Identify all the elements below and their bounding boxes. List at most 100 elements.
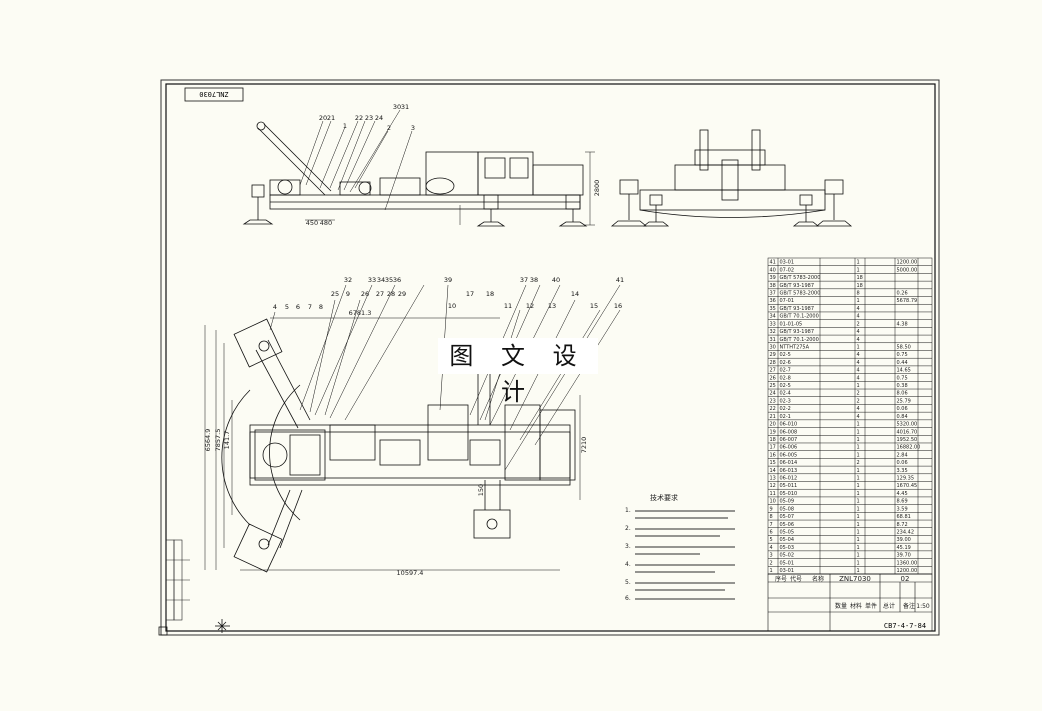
side-label-31: 31: [401, 103, 409, 111]
bom-cell: 40: [770, 267, 776, 273]
bom-cell: 05-03: [780, 545, 795, 551]
code-box: ZNL7030: [184, 87, 244, 102]
bom-cell: 1: [857, 545, 860, 551]
bom-cell: 1: [857, 537, 860, 543]
plan-label-17: 17: [466, 290, 474, 298]
tech-note-5: 5.: [625, 579, 631, 586]
watermark: 图 文 设 计: [438, 338, 598, 406]
bom-cell: 02-5: [780, 383, 791, 389]
bom-cell: 14.65: [897, 368, 911, 374]
bom-cell: 5320.00: [897, 422, 918, 428]
bom-cell: 25: [770, 383, 776, 389]
bom-cell: 02-4: [780, 391, 791, 397]
bom-cell: 39.00: [897, 537, 911, 543]
bom-cell: 31: [770, 337, 776, 343]
bom-cell: 3.59: [897, 506, 908, 512]
bom-cell: 01-01-05: [780, 321, 803, 327]
plan-label-4: 4: [273, 303, 277, 311]
bom-cell: 4: [857, 306, 860, 312]
plan-label-16: 16: [614, 302, 622, 310]
title-sheet: 02: [901, 575, 910, 583]
bom-cell: 1: [857, 529, 860, 535]
plan-label-39: 39: [444, 276, 452, 284]
bom-cell: 4: [857, 406, 860, 412]
side-view: [242, 109, 595, 227]
bom-cell: 1: [857, 298, 860, 304]
title-col-6: 单件: [865, 602, 877, 610]
sheet-outer-border: [160, 79, 940, 636]
bom-cell: 14: [770, 468, 776, 474]
plan-label-41: 41: [616, 276, 624, 284]
plan-label-29: 29: [398, 290, 406, 298]
plan-label-12: 12: [526, 302, 534, 310]
bom-cell: 4.45: [897, 491, 908, 497]
bom-cell: 1: [857, 483, 860, 489]
bom-cell: 0.84: [897, 414, 908, 420]
bom-cell: 12: [770, 483, 776, 489]
bom-cell: 39: [770, 275, 776, 281]
plan-label-32: 32: [344, 276, 352, 284]
bom-cell: 05-05: [780, 529, 795, 535]
title-block: [767, 573, 933, 632]
bom-cell: 1: [857, 568, 860, 574]
bom-cell: 36: [770, 298, 776, 304]
front-outrigger-right: [792, 179, 853, 227]
bom-cell: 1: [857, 476, 860, 482]
plan-label-5: 5: [285, 303, 289, 311]
plan-arm-lower-left: [233, 489, 303, 573]
tech-notes-heading: 技术要求: [650, 493, 678, 502]
side-dim-bottom: 450: [306, 219, 318, 227]
bom-cell: 02-3: [780, 398, 791, 404]
bom-cell: 1: [857, 468, 860, 474]
bom-cell: GB/T 70.1-2000: [780, 314, 819, 320]
bom-cell: 7: [770, 522, 773, 528]
bom-cell: 129.35: [897, 476, 915, 482]
bom-cell: GB/T 5783-2000: [780, 275, 821, 281]
bom-cell: 1: [857, 499, 860, 505]
bom-cell: 1: [857, 260, 860, 266]
bom-cell: 1: [857, 422, 860, 428]
bom-cell: 25.79: [897, 398, 911, 404]
bom-cell: 07-02: [780, 267, 795, 273]
bom-cell: 02-8: [780, 375, 791, 381]
bom-cell: 8.69: [897, 499, 908, 505]
tech-notes: 技术要求 1. 2. 3. 4. 5. 6.: [625, 493, 735, 602]
bom-cell: 29: [770, 352, 776, 358]
bom-cell: 2: [857, 321, 860, 327]
sheet-inner-border: [165, 83, 936, 632]
side-label-21: 21: [327, 114, 335, 122]
bottom-code: CB7-4-7-84: [884, 622, 926, 630]
title-col-8: 备注: [903, 602, 915, 610]
bom-cell: 06-013: [780, 468, 798, 474]
plan-label-40: 40: [552, 276, 560, 284]
bom-cell: 05-09: [780, 499, 795, 505]
bom-cell: 0.06: [897, 460, 908, 466]
bom-cell: 03-01: [780, 260, 795, 266]
bom-cell: 1360.00: [897, 560, 918, 566]
plan-dim-right: 7210: [580, 437, 588, 454]
plan-arm-upper-left: [233, 318, 311, 429]
bom-cell: 06-006: [780, 445, 798, 451]
bom-cell: 0.38: [897, 383, 908, 389]
bom-cell: 4: [857, 414, 860, 420]
bom-cell: 234.42: [897, 529, 915, 535]
registration-mark: [158, 619, 230, 636]
bom-cell: 0.06: [897, 406, 908, 412]
bom-cell: 17: [770, 445, 776, 451]
plan-label-35: 35: [385, 276, 393, 284]
bom-cell: 07-01: [780, 298, 795, 304]
bom-cell: 1: [857, 506, 860, 512]
bom-cell: 30: [770, 344, 776, 350]
bom-cell: 13: [770, 476, 776, 482]
bom-cell: 9: [770, 506, 773, 512]
bom-cell: 05-08: [780, 506, 795, 512]
bom-cell: 4: [857, 368, 860, 374]
bom-cell: 15: [770, 460, 776, 466]
bom-cell: 05-011: [780, 483, 798, 489]
tech-note-2: 2.: [625, 525, 631, 532]
tech-note-1: 1.: [625, 507, 631, 514]
bom-cell: 1200.00: [897, 568, 918, 574]
bom-cell: 8: [857, 291, 860, 297]
bom-cell: 06-010: [780, 422, 798, 428]
side-label-1: 1: [343, 122, 347, 130]
